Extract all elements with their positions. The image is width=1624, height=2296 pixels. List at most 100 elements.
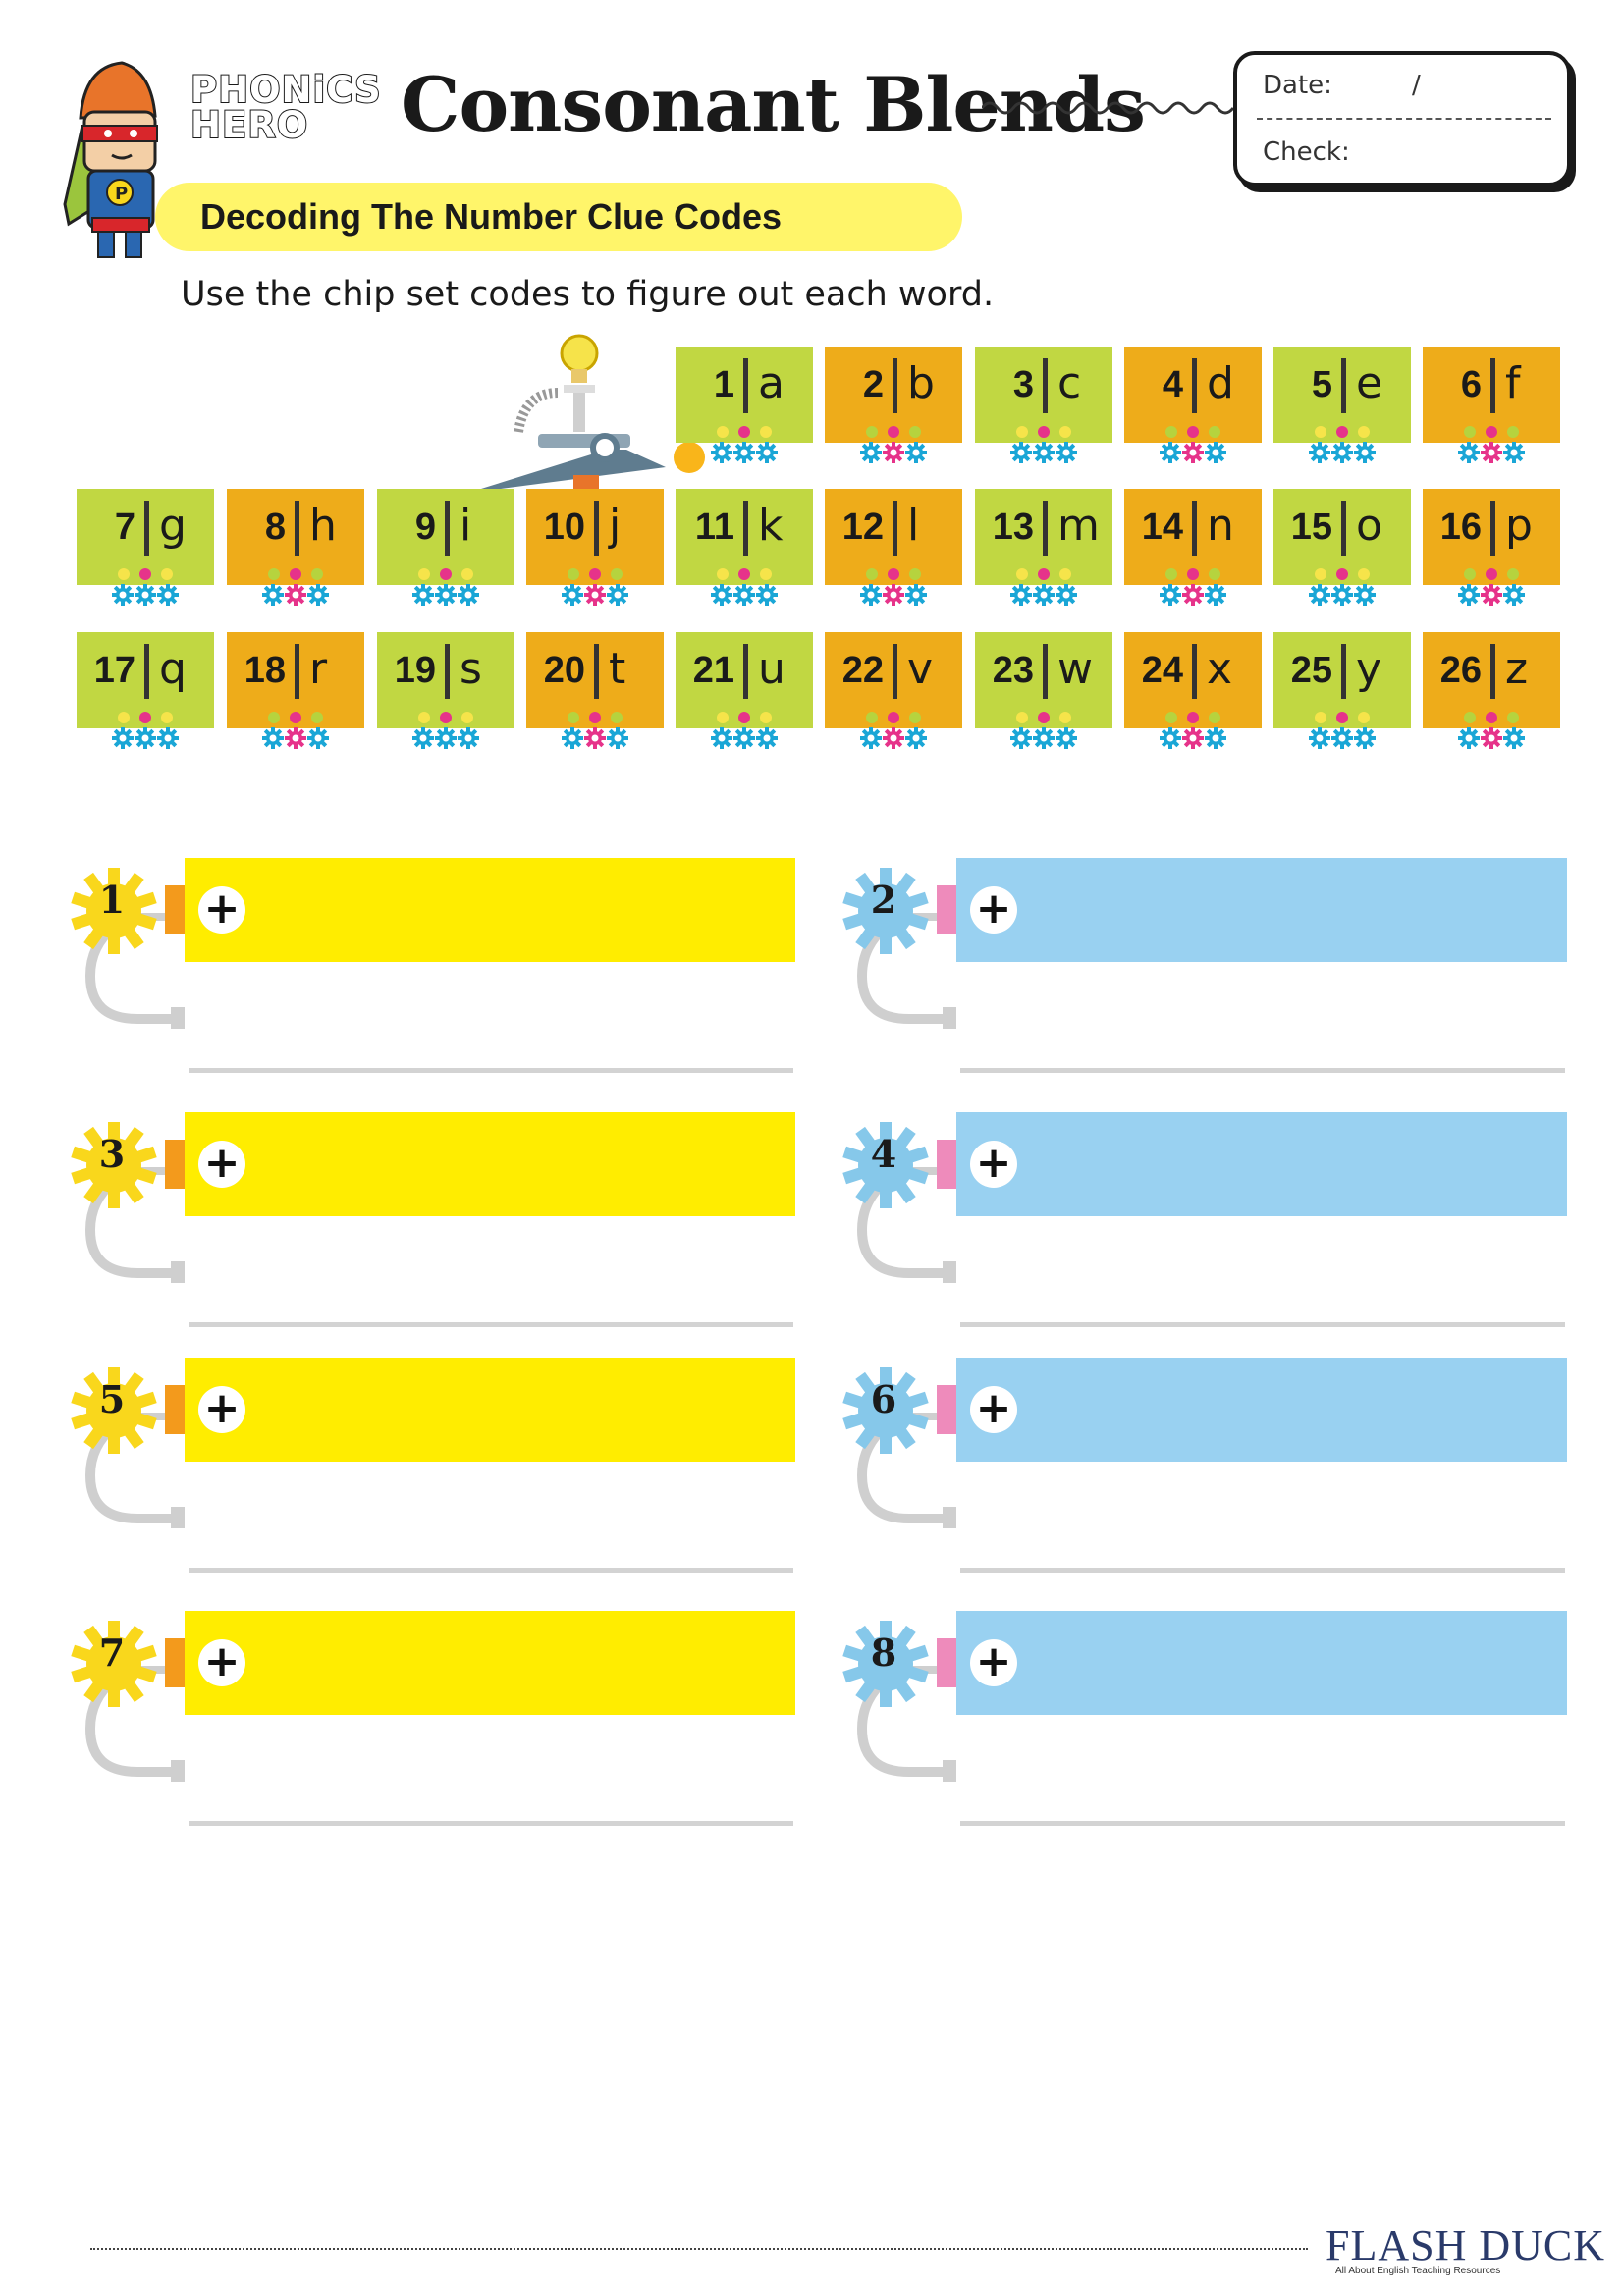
plus-icon: + — [198, 886, 245, 934]
chip-gears-icon — [1458, 727, 1525, 749]
answer-strip[interactable] — [185, 1112, 795, 1216]
chip-gears-icon — [1160, 584, 1226, 606]
answer-strip[interactable] — [956, 1358, 1567, 1462]
chip-divider — [1341, 358, 1346, 413]
chip-number: 3 — [1012, 364, 1034, 405]
chip-gears-icon — [1309, 727, 1376, 749]
chip-dots-icon — [717, 426, 772, 438]
chip-divider — [743, 644, 748, 699]
chip-number: 15 — [1290, 507, 1332, 548]
chip-letter: i — [460, 501, 472, 551]
answer-writing-line[interactable] — [960, 1821, 1565, 1826]
chip-letter: k — [758, 501, 784, 551]
exercise-3: +3 — [69, 1112, 815, 1358]
chip-number: 16 — [1439, 507, 1482, 548]
chip-number: 17 — [93, 650, 135, 691]
chip-divider — [1341, 644, 1346, 699]
chip-dots-icon — [1464, 712, 1519, 723]
exercise-4: +4 — [840, 1112, 1587, 1358]
subtitle-text: Decoding The Number Clue Codes — [200, 196, 783, 237]
chip-dots-icon — [118, 712, 173, 723]
chip-divider — [743, 501, 748, 556]
plus-icon: + — [198, 1141, 245, 1188]
chip-letter: z — [1505, 644, 1529, 694]
answer-strip[interactable] — [185, 1611, 795, 1715]
plus-icon: + — [970, 886, 1017, 934]
cable-gear-icon — [71, 1122, 185, 1283]
brand-line-1: PHONiCS — [189, 69, 382, 111]
chip-letter: j — [609, 501, 622, 551]
chip-gears-icon — [1010, 442, 1077, 463]
cable-gear-icon — [842, 1122, 956, 1283]
answer-strip[interactable] — [956, 858, 1567, 962]
chip-letter: x — [1207, 644, 1233, 694]
chip-dots-icon — [1165, 568, 1220, 580]
answer-writing-line[interactable] — [960, 1322, 1565, 1327]
chip-divider — [1192, 501, 1197, 556]
chip-divider — [743, 358, 748, 413]
answer-strip[interactable] — [956, 1112, 1567, 1216]
chip-divider — [1192, 358, 1197, 413]
chip-number: 19 — [394, 650, 436, 691]
answer-strip[interactable] — [185, 1358, 795, 1462]
chip-gears-icon — [860, 727, 927, 749]
flash-duck-logo: FLASH DUCK All About English Teaching Re… — [1326, 2220, 1604, 2279]
chip-divider — [594, 644, 599, 699]
answer-writing-line[interactable] — [189, 1322, 793, 1327]
plug-connector — [165, 885, 185, 934]
chip-letter: d — [1207, 358, 1234, 408]
chip-dots-icon — [568, 568, 623, 580]
chip-divider — [1043, 358, 1048, 413]
answer-writing-line[interactable] — [189, 1068, 793, 1073]
subtitle-banner: Decoding The Number Clue Codes — [155, 183, 962, 251]
chip-number: 8 — [264, 507, 286, 548]
chip-number: 14 — [1141, 507, 1183, 548]
exercise-7: +7 — [69, 1611, 815, 1856]
chip-gears-icon — [1309, 584, 1376, 606]
plus-icon: + — [970, 1386, 1017, 1433]
chip-dots-icon — [1315, 712, 1370, 723]
cable-gear-icon — [71, 1367, 185, 1528]
chip-dots-icon — [717, 712, 772, 723]
chip-divider — [893, 501, 897, 556]
exercise-6: +6 — [840, 1358, 1587, 1603]
chip-letter: s — [460, 644, 482, 694]
chip-letter: t — [609, 644, 626, 694]
answer-writing-line[interactable] — [960, 1068, 1565, 1073]
answer-writing-line[interactable] — [960, 1568, 1565, 1573]
chip-letter: a — [758, 358, 785, 408]
chip-number: 13 — [992, 507, 1034, 548]
chip-gears-icon — [562, 584, 628, 606]
chip-divider — [295, 644, 299, 699]
answer-strip[interactable] — [956, 1611, 1567, 1715]
chip-divider — [445, 501, 450, 556]
exercise-number: 4 — [870, 1132, 897, 1176]
plug-connector — [165, 1385, 185, 1434]
answer-writing-line[interactable] — [189, 1568, 793, 1573]
chip-gears-icon — [112, 727, 179, 749]
answer-strip[interactable] — [185, 858, 795, 962]
answer-writing-line[interactable] — [189, 1821, 793, 1826]
exercise-number: 5 — [98, 1377, 126, 1421]
chip-divider — [1490, 644, 1495, 699]
footer-dotted-line — [90, 2248, 1308, 2250]
chip-letter: f — [1505, 358, 1521, 408]
chip-dots-icon — [1165, 712, 1220, 723]
plug-connector — [937, 885, 956, 934]
